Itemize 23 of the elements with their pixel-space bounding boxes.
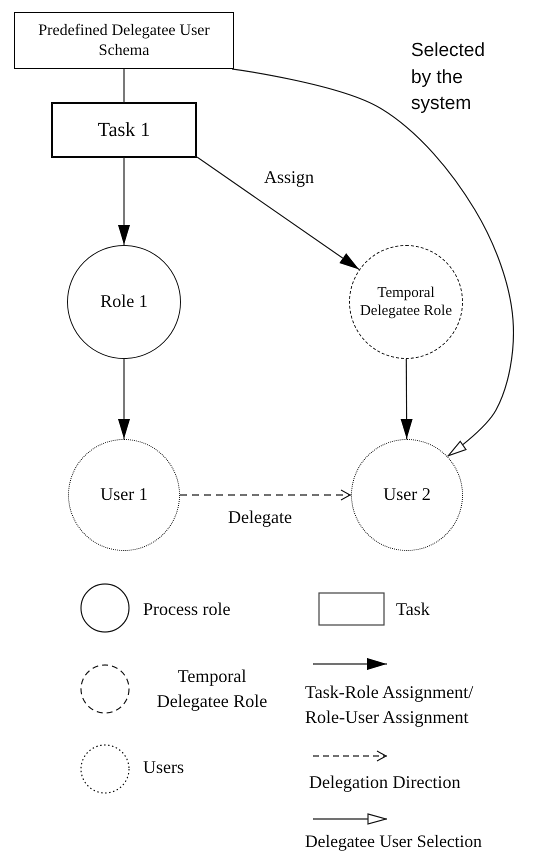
node-label: Role 1 <box>100 291 148 313</box>
legend-text: Temporal Delegatee Role <box>156 665 268 714</box>
node-label: User 2 <box>383 484 431 506</box>
arrow <box>118 158 130 245</box>
node-label: Task 1 <box>98 118 150 142</box>
dashed-arrow <box>180 489 351 501</box>
arrow <box>118 359 130 439</box>
arrow <box>232 68 514 457</box>
legend-text: Process role <box>143 598 230 621</box>
node-label: Predefined Delegatee User Schema <box>37 21 211 60</box>
legend-text: Task-Role Assignment/ Role-User Assignment <box>305 681 474 730</box>
legend-text: Task <box>396 598 430 621</box>
edge-label: Selected by the system <box>410 39 486 116</box>
schema-box <box>14 12 234 69</box>
node-label: Temporal Delegatee Role <box>359 284 453 320</box>
task-box <box>51 102 197 158</box>
legend-text: Delegation Direction <box>309 771 460 794</box>
arrow <box>400 359 413 439</box>
node-label: User 1 <box>100 484 148 506</box>
arrow <box>196 156 360 270</box>
legend-text: Users <box>143 756 184 779</box>
connector-line <box>123 69 125 102</box>
legend-text: Delegatee User Selection <box>305 830 482 852</box>
